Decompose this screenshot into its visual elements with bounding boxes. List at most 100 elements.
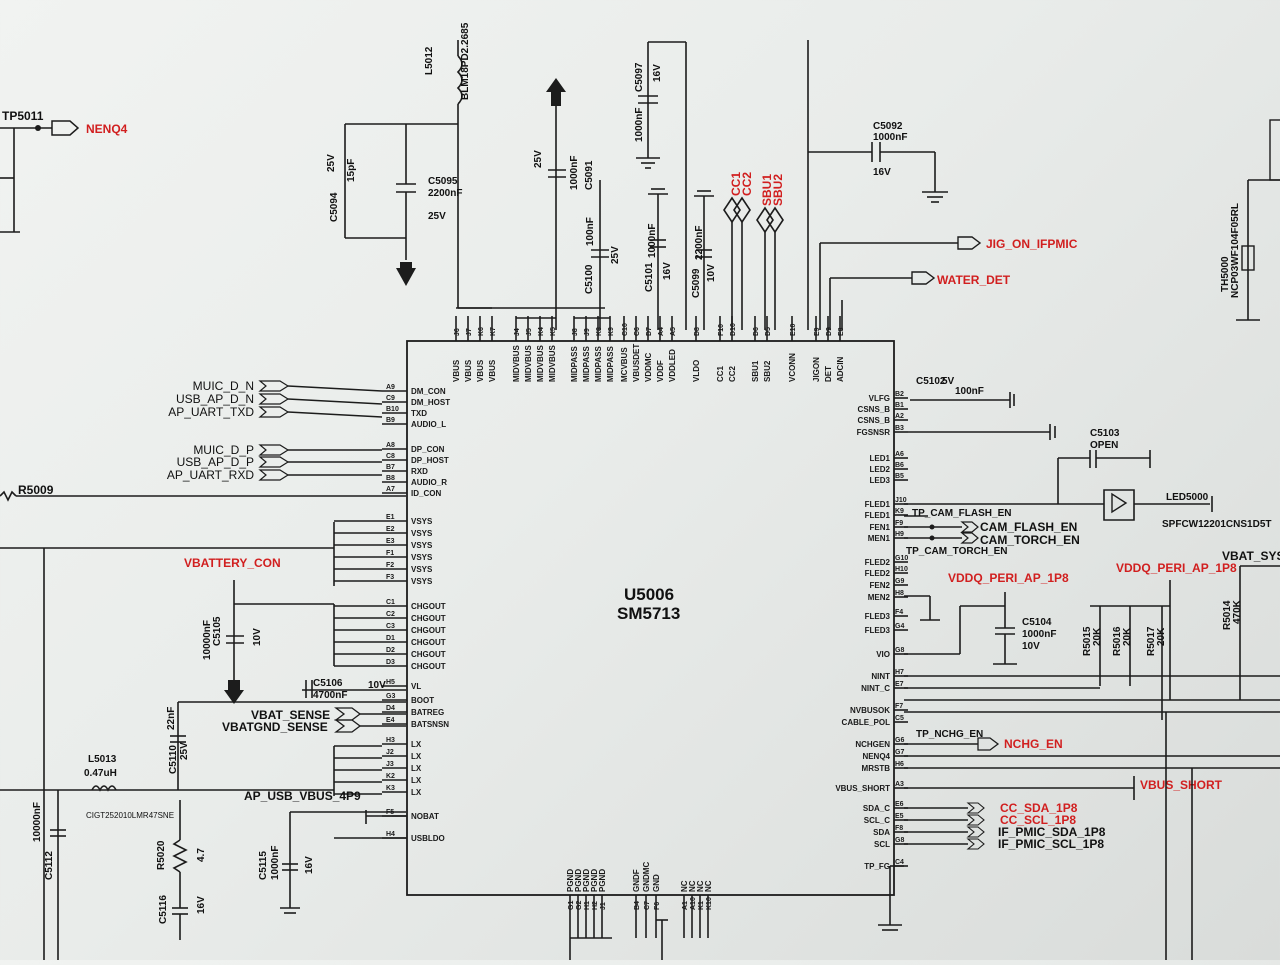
top-pin-name: MIDVBUS <box>548 344 557 382</box>
c5101-ref: C5101 <box>644 262 655 292</box>
right-pin-num: F4 <box>895 609 903 616</box>
vddq-label-2: VDDQ_PERI_AP_1P8 <box>1116 561 1237 575</box>
c5110-ref: C5110 <box>168 745 179 774</box>
c5115-ref: C5115 <box>258 851 269 880</box>
left-pin-num: F1 <box>386 550 394 557</box>
right-pin-name: LED1 <box>870 454 891 463</box>
top-pin-name: VDDLED <box>668 349 677 382</box>
bottom-pin-name: PGND <box>590 869 599 892</box>
vbus-filter-block: L5012 BLM18PD2.2685 C5095 2200nF 25V C50… <box>326 22 605 309</box>
top-pin-name: VDDF <box>656 360 665 382</box>
cc1-label: CC1 <box>729 172 743 196</box>
left-pin-num: B10 <box>386 406 399 413</box>
top-pin-name: VBUS <box>464 359 473 382</box>
bottom-pin-num: C7 <box>644 901 651 910</box>
c5099-volt: 10V <box>706 264 717 282</box>
left-pin-num: H3 <box>386 737 395 744</box>
left-pin-name: VSYS <box>411 541 433 550</box>
top-pin-name: SBU2 <box>763 360 772 382</box>
c5099-value: 2200nF <box>694 226 705 260</box>
right-pin-name: FLED3 <box>865 612 891 621</box>
left-pin-name: VSYS <box>411 529 433 538</box>
top-pin-name: DET <box>824 366 833 382</box>
bottom-pin-group: G1PGNDG2PGNDH1PGNDH2PGNDJ1PGNDB4GNDFC7GN… <box>566 862 713 938</box>
left-pin-name: AUDIO_L <box>411 420 446 429</box>
left-pin-num: E3 <box>386 538 395 545</box>
left-net-labels: MUIC_D_NUSB_AP_D_NAP_UART_TXDMUIC_D_PUSB… <box>167 379 383 482</box>
bottom-pin-num: G2 <box>576 901 583 910</box>
right-pin-num: G4 <box>895 623 904 630</box>
right-pin-num: G8 <box>895 647 904 654</box>
top-pin-name: MIDPASS <box>594 345 603 382</box>
vbat-sense-label: VBAT_SENSE <box>251 708 330 722</box>
c5100-volt: 25V <box>610 246 621 264</box>
left-net-label: AP_UART_RXD <box>167 468 254 482</box>
c5092-volt: 16V <box>873 167 891 178</box>
net-connector <box>258 406 290 418</box>
top-pin-name: VLDO <box>692 360 701 382</box>
top-pin-name: MIDVBUS <box>536 344 545 382</box>
right-pin-num: H8 <box>895 590 904 597</box>
bottom-pin-name: NC <box>696 880 705 892</box>
right-pin-name: NVBUSOK <box>850 706 890 715</box>
left-pin-name: DP_CON <box>411 445 445 454</box>
cam-flash-label: CAM_FLASH_EN <box>980 520 1077 534</box>
left-pin-num: F3 <box>386 574 394 581</box>
if-sda-label: IF_PMIC_SDA_1P8 <box>998 825 1106 839</box>
right-pin-name: NINT_C <box>861 684 890 693</box>
c5106-ref: C5106 <box>313 678 343 689</box>
r5020-ref: R5020 <box>156 840 167 870</box>
bottom-pin-name: PGND <box>582 869 591 892</box>
right-pin-name: FLED2 <box>865 569 891 578</box>
right-pin-num: A3 <box>895 781 904 788</box>
top-pin-name: VBUS <box>488 359 497 382</box>
top-pin-num: K7 <box>490 327 497 336</box>
c5112-ref: C5112 <box>44 851 55 880</box>
top-pin-num: D6 <box>753 327 760 336</box>
c5104-value: 1000nF <box>1022 629 1056 640</box>
left-pin-name: VSYS <box>411 517 433 526</box>
right-pin-name: CSNS_B <box>858 405 891 414</box>
c5103-value: OPEN <box>1090 440 1118 451</box>
left-pin-name: LX <box>411 764 422 773</box>
right-pin-num: C5 <box>895 715 904 722</box>
cc2-label: CC2 <box>740 172 754 196</box>
top-pin-num: K6 <box>478 327 485 336</box>
left-pin-name: CHGOUT <box>411 614 446 623</box>
cc-sda-label: CC_SDA_1P8 <box>1000 801 1078 815</box>
c5110-volt: 25V <box>179 742 190 760</box>
c5091-value: 1000nF <box>569 156 580 190</box>
if-scl-label: IF_PMIC_SCL_1P8 <box>998 837 1104 851</box>
th5000-block: TH5000 NCP03WF104F05RL <box>1220 119 1280 321</box>
left-pin-num: F2 <box>386 562 394 569</box>
bottom-pin-num: H2 <box>592 901 599 910</box>
left-pin-name: VL <box>411 682 421 691</box>
top-pin-num: J9 <box>584 328 591 336</box>
right-pin-name: MEN1 <box>868 534 891 543</box>
r5020-value: 4.7 <box>196 848 207 862</box>
bottom-pin-num: J1 <box>600 902 607 910</box>
top-pin-num: D10 <box>730 323 737 336</box>
right-pin-num: E6 <box>895 801 904 808</box>
left-pin-num: E2 <box>386 526 395 533</box>
right-pin-num: A2 <box>895 413 904 420</box>
left-pin-num: K3 <box>386 785 395 792</box>
right-pin-num: E7 <box>895 681 904 688</box>
top-pin-name: MIDPASS <box>582 345 591 382</box>
left-pin-name: CHGOUT <box>411 638 446 647</box>
c5101-c5099-block: C5101 1000nF 16V C5099 2200nF 10V <box>644 188 717 330</box>
right-circuitry: C5102 5V 100nF C5103 OPEN LED5000 SPFCW1… <box>878 376 1280 960</box>
bottom-pin-name: PGND <box>574 869 583 892</box>
top-pin-num: K9 <box>608 327 615 336</box>
left-pin-name: DP_HOST <box>411 456 449 465</box>
c5095-ref: C5095 <box>428 176 458 187</box>
right-pin-group: B2VLFGB1CSNS_BA2CSNS_BB3FGSNSRA6LED1B6LE… <box>835 391 908 871</box>
top-pin-name: MIDPASS <box>570 345 579 382</box>
net-wire <box>287 398 383 405</box>
top-pin-num: J5 <box>526 328 533 336</box>
c5104-volt: 10V <box>1022 641 1040 652</box>
right-pin-num: E5 <box>895 813 904 820</box>
left-pin-num: D1 <box>386 635 395 642</box>
top-pin-name: MIDPASS <box>606 345 615 382</box>
right-pin-name: FLED2 <box>865 558 891 567</box>
